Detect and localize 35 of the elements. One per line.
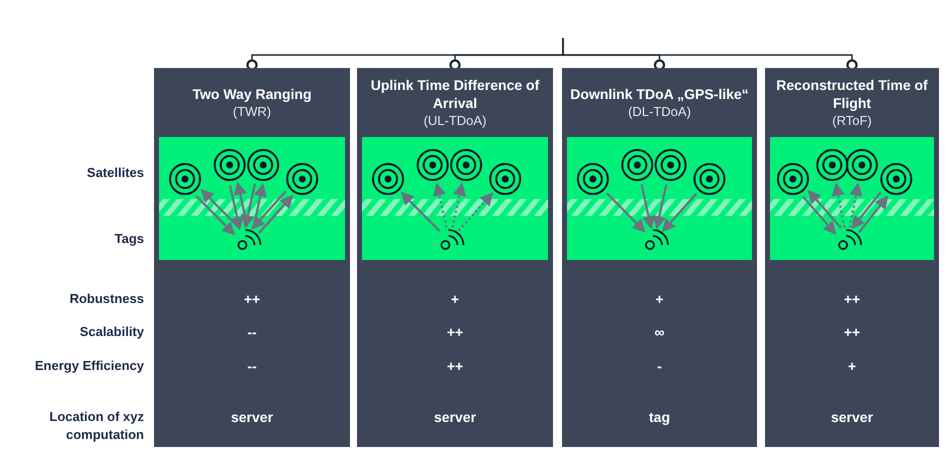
method-abbreviation: (TWR) <box>232 103 272 120</box>
method-title: Uplink Time Difference of Arrival <box>370 76 540 112</box>
rating-value: ++ <box>244 290 260 308</box>
row-label: Robustness <box>68 290 144 308</box>
rating-value: ++ <box>844 323 860 341</box>
row-label: Scalability <box>78 323 144 341</box>
method-column <box>154 68 350 447</box>
rating-value: server <box>434 408 476 426</box>
method-column <box>357 68 553 447</box>
rating-value: server <box>830 408 874 426</box>
row-label: Energy Efficiency <box>34 357 144 375</box>
rating-value: + <box>655 290 664 308</box>
rating-value: + <box>848 357 856 375</box>
method-abbreviation: (DL-TDoA) <box>628 103 691 120</box>
rating-value: -- <box>247 357 257 375</box>
row-label: Location of xyz computation <box>48 408 144 444</box>
method-column <box>562 68 757 447</box>
rating-value: ++ <box>446 323 464 341</box>
method-title: Two Way Ranging <box>192 85 312 103</box>
connector-line <box>562 38 858 71</box>
method-abbreviation: (RToF) <box>832 112 872 129</box>
rating-value: + <box>450 290 460 308</box>
rating-value: ∞ <box>654 323 664 341</box>
rating-value: server <box>230 408 274 426</box>
row-label: Tags <box>114 230 144 248</box>
rating-value: tag <box>649 408 670 426</box>
rating-value: - <box>657 357 662 375</box>
rating-value: -- <box>247 323 257 341</box>
rating-value: ++ <box>844 290 860 308</box>
method-title: Downlink TDoA „GPS-like“ <box>570 85 749 103</box>
method-column <box>765 68 939 447</box>
row-label: Satellites <box>86 164 144 182</box>
method-title: Reconstructed Time of Flight <box>775 76 929 112</box>
method-abbreviation: (UL-TDoA) <box>424 112 486 129</box>
rating-value: ++ <box>446 357 464 375</box>
